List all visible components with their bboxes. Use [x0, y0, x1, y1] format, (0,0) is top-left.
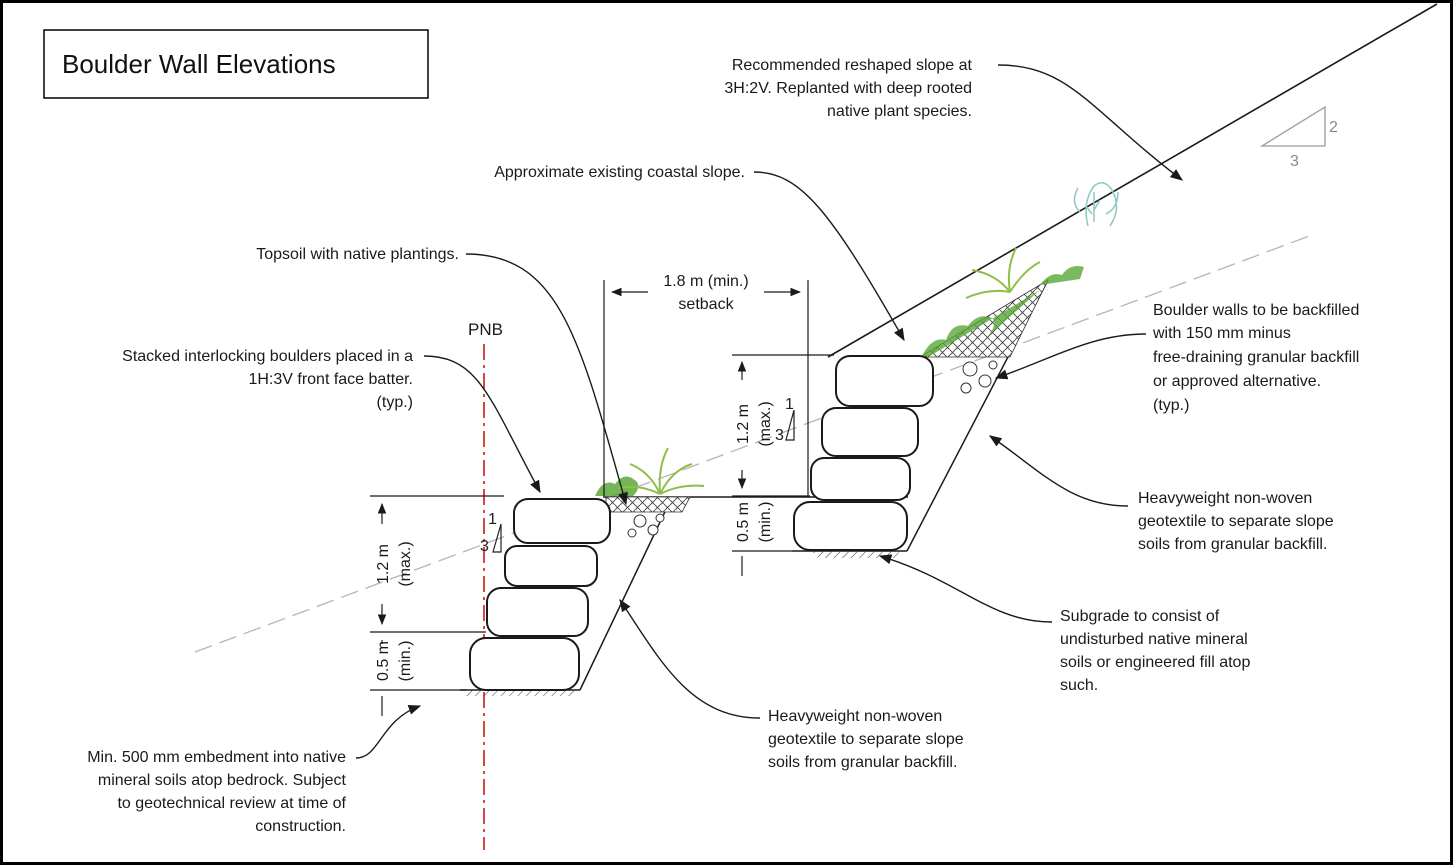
- leader-stacked-boulders: [423, 355, 541, 494]
- callout-subgrade-1: Subgrade to consist of: [1060, 608, 1220, 625]
- existing-slope-dashed-line: [194, 234, 1313, 653]
- callout-geotextile-lower-3: soils from granular backfill.: [768, 754, 957, 771]
- leader-backfill: [994, 333, 1147, 380]
- callout-reshaped-slope-1: Recommended reshaped slope at: [732, 57, 973, 74]
- callout-reshaped-slope: Recommended reshaped slope at 3H:2V. Rep…: [724, 57, 972, 120]
- upper-plantings: [922, 182, 1119, 356]
- callout-reshaped-slope-3: native plant species.: [827, 103, 972, 120]
- lower-wall: 1 3: [460, 447, 908, 696]
- upper-wall: 1 3: [775, 182, 1119, 558]
- reshaped-slope-line: [827, 3, 1438, 358]
- leader-topsoil: [465, 253, 628, 506]
- leader-reshaped-slope: [997, 64, 1184, 181]
- callout-subgrade-2: undisturbed native mineral: [1060, 631, 1248, 648]
- lower-embed-label-2: (min.): [397, 641, 414, 682]
- boulder: [504, 545, 598, 587]
- callout-embedment-4: construction.: [255, 818, 346, 835]
- lower-height-label-1: 1.2 m: [375, 544, 392, 584]
- callout-geotextile-lower-2: geotextile to separate slope: [768, 731, 964, 748]
- callout-embedment-2: mineral soils atop bedrock. Subject: [98, 772, 347, 789]
- leader-existing-slope: [753, 171, 905, 342]
- lower-height-dimension: 1.2 m (max.) 0.5 m (min.): [370, 495, 504, 716]
- leader-geotextile-upper: [988, 435, 1129, 507]
- lower-plantings: [595, 447, 705, 496]
- upper-height-dimension: 1.2 m (max.) 0.5 m (min.): [732, 354, 834, 576]
- callout-stacked-boulders-1: Stacked interlocking boulders placed in …: [122, 348, 413, 365]
- callout-backfill-5: (typ.): [1153, 397, 1189, 414]
- callout-stacked-boulders-2: 1H:3V front face batter.: [248, 371, 413, 388]
- lower-batter-v: 3: [480, 538, 489, 555]
- callout-geotextile-upper-2: geotextile to separate slope: [1138, 513, 1334, 530]
- upper-embed-label-1: 0.5 m: [735, 502, 752, 542]
- upper-batter-h: 1: [785, 396, 794, 413]
- callout-topsoil: Topsoil with native plantings.: [256, 246, 459, 263]
- slope-run-label: 3: [1290, 153, 1299, 170]
- slope-ratio-triangle: 2 3: [1259, 105, 1338, 170]
- boulder: [821, 407, 919, 457]
- title-box: [43, 29, 429, 99]
- setback-label-line1: 1.8 m (min.): [663, 273, 748, 290]
- leader-subgrade: [878, 554, 1053, 623]
- setback-dimension: 1.8 m (min.) setback: [603, 273, 809, 496]
- setback-label-line2: setback: [678, 296, 734, 313]
- callout-backfill-2: with 150 mm minus: [1152, 325, 1291, 342]
- pnb-label: PNB: [468, 320, 503, 339]
- leader-geotextile-lower: [619, 598, 761, 719]
- callout-geotextile-upper-3: soils from granular backfill.: [1138, 536, 1327, 553]
- callout-embedment-3: to geotechnical review at time of: [117, 795, 346, 812]
- callout-subgrade: Subgrade to consist of undisturbed nativ…: [1060, 608, 1250, 694]
- callout-backfill-3: free-draining granular backfill: [1153, 349, 1359, 366]
- leader-lines: [355, 64, 1184, 759]
- callout-subgrade-4: such.: [1060, 677, 1098, 694]
- lower-batter-h: 1: [488, 511, 497, 528]
- boulder: [793, 501, 908, 551]
- slope-rise-label: 2: [1329, 119, 1338, 136]
- callout-stacked-boulders-3: (typ.): [377, 394, 413, 411]
- callout-geotextile-upper: Heavyweight non-woven geotextile to sepa…: [1138, 490, 1334, 553]
- callout-embedment-1: Min. 500 mm embedment into native: [87, 749, 346, 766]
- callout-backfill-4: or approved alternative.: [1153, 373, 1321, 390]
- upper-batter-v: 3: [775, 427, 784, 444]
- lower-height-label-2: (max.): [397, 541, 414, 586]
- callout-stacked-boulders: Stacked interlocking boulders placed in …: [122, 348, 413, 411]
- upper-embed-label-2: (min.): [757, 502, 774, 543]
- upper-height-label-2: (max.): [757, 401, 774, 446]
- leader-embedment: [355, 704, 422, 759]
- page-title: Boulder Wall Elevations: [62, 49, 336, 79]
- upper-height-label-1: 1.2 m: [735, 404, 752, 444]
- boulder: [513, 498, 611, 544]
- callout-reshaped-slope-2: 3H:2V. Replanted with deep rooted: [724, 80, 972, 97]
- callout-geotextile-upper-1: Heavyweight non-woven: [1138, 490, 1312, 507]
- boulder: [486, 587, 589, 637]
- callout-geotextile-lower: Heavyweight non-woven geotextile to sepa…: [768, 708, 964, 771]
- callout-embedment: Min. 500 mm embedment into native minera…: [87, 749, 346, 835]
- callout-subgrade-3: soils or engineered fill atop: [1060, 654, 1250, 671]
- lower-embed-label-1: 0.5 m: [375, 641, 392, 681]
- boulder: [810, 457, 911, 501]
- callout-geotextile-lower-1: Heavyweight non-woven: [768, 708, 942, 725]
- callout-existing-slope: Approximate existing coastal slope.: [494, 164, 745, 181]
- boulder: [469, 637, 580, 691]
- boulder: [835, 355, 934, 407]
- callout-backfill: Boulder walls to be backfilled with 150 …: [1152, 302, 1359, 414]
- callout-backfill-1: Boulder walls to be backfilled: [1153, 302, 1359, 319]
